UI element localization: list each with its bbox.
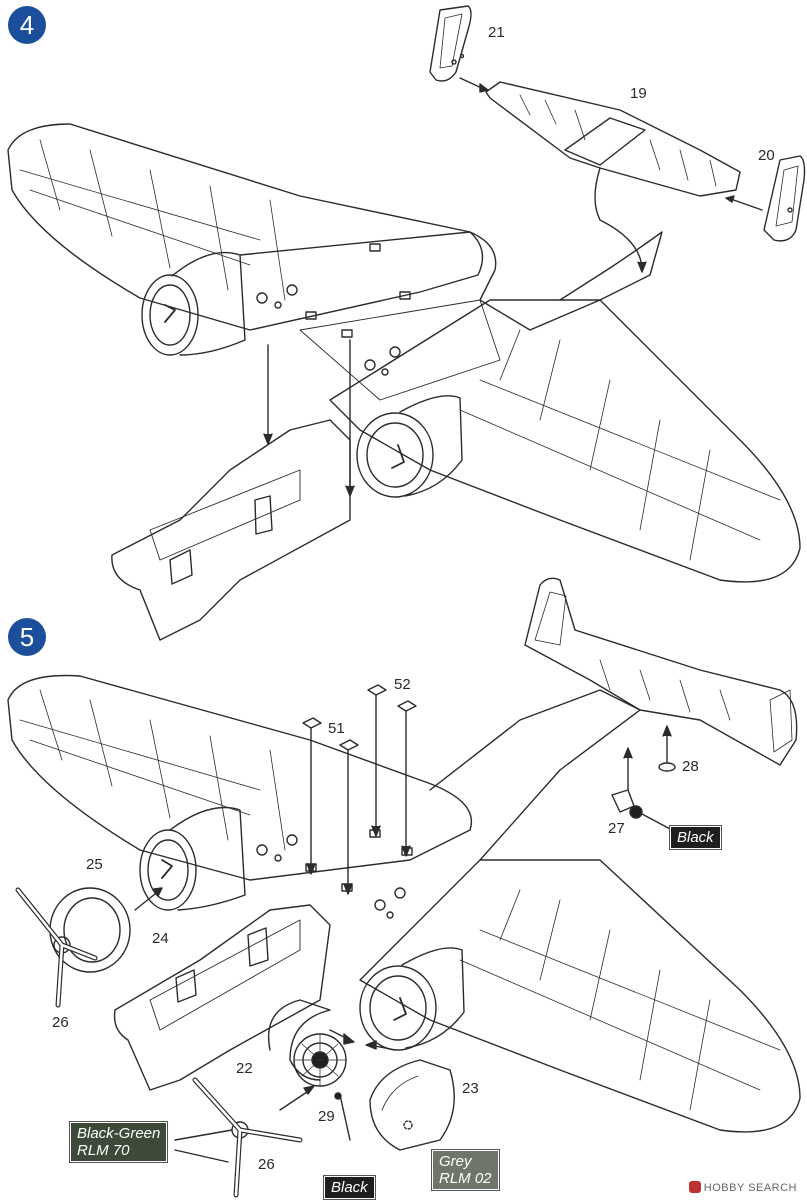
paint-code: RLM 70 (77, 1142, 130, 1159)
part-26b-label: 26 (258, 1156, 275, 1173)
paint-name: Grey (439, 1153, 472, 1170)
watermark: HOBBY SEARCH (688, 1181, 797, 1194)
part-29-label: 29 (318, 1108, 335, 1125)
part-24-label: 24 (152, 930, 169, 947)
hobby-search-logo-icon (688, 1181, 701, 1193)
part-28-label: 28 (682, 758, 699, 775)
paint-label-black-27: Black (670, 826, 721, 849)
paint-code: RLM 02 (439, 1170, 492, 1187)
part-20-label: 20 (758, 147, 775, 164)
part-25-label: 25 (86, 856, 103, 873)
paint-name: Black-Green (77, 1125, 161, 1142)
part-21-label: 21 (488, 24, 505, 41)
step5-airframe (7, 577, 801, 1133)
step-5-badge: 5 (8, 618, 46, 656)
paint-label-black-29: Black (324, 1176, 375, 1199)
part-52-label: 52 (394, 676, 411, 693)
step5-small-parts (15, 684, 676, 1198)
step4-airframe (7, 123, 801, 641)
part-26a-label: 26 (52, 1014, 69, 1031)
watermark-text: HOBBY SEARCH (703, 1182, 797, 1194)
part-22-label: 22 (236, 1060, 253, 1077)
step-4-badge: 4 (8, 6, 46, 44)
part-23-label: 23 (462, 1080, 479, 1097)
paint-label-black-green-rlm70: Black-Green RLM 70 (70, 1122, 168, 1162)
paint-label-grey-rlm02: Grey RLM 02 (432, 1150, 499, 1190)
part-27-label: 27 (608, 820, 625, 837)
step4-tail-parts (429, 5, 806, 273)
part-19-label: 19 (630, 85, 647, 102)
part-51-label: 51 (328, 720, 345, 737)
